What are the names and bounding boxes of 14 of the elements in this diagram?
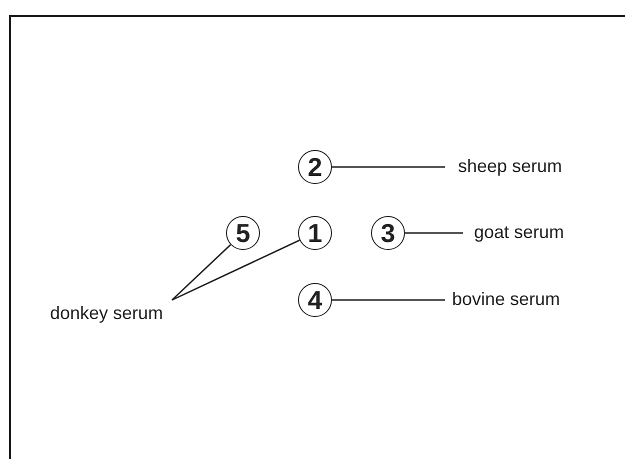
- serum-label: goat serum: [474, 221, 564, 243]
- serum-label: sheep serum: [458, 155, 562, 177]
- well-number: 3: [371, 216, 405, 250]
- leader-line: [332, 299, 445, 301]
- well-number: 2: [298, 150, 332, 184]
- well-number: 1: [298, 216, 332, 250]
- leader-line: [405, 232, 463, 234]
- leader-line: [171, 244, 232, 301]
- leader-line: [332, 166, 445, 168]
- serum-label: bovine serum: [452, 288, 560, 310]
- leader-line: [172, 240, 300, 301]
- well-number: 4: [298, 283, 332, 317]
- well-number: 5: [226, 216, 260, 250]
- serum-label: donkey serum: [50, 302, 164, 324]
